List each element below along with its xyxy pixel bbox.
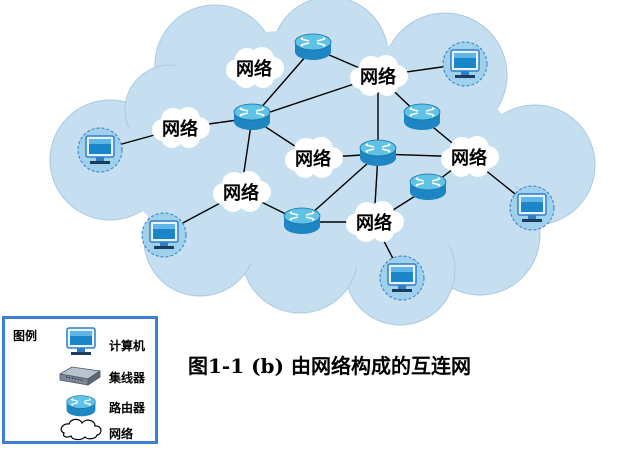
computer-5 [379, 255, 425, 301]
router-icon [65, 394, 97, 417]
computer-2 [442, 41, 488, 87]
computer-1 [77, 127, 123, 173]
network-cloud-5: 网络 [441, 136, 499, 177]
router-icon [233, 103, 271, 131]
network-cloud-4: 网络 [285, 137, 343, 178]
legend-label-computer: 计算机 [109, 339, 146, 353]
figure-caption: 图1-1 (b) 由网络构成的互连网 [188, 350, 471, 379]
network-label: 网络 [356, 212, 392, 234]
computer-icon [77, 127, 123, 173]
router-5 [409, 173, 447, 201]
network-label: 网络 [162, 118, 198, 140]
router-icon [403, 103, 441, 131]
computer-4 [141, 212, 187, 258]
cloud-icon [60, 418, 102, 441]
computer-icon [141, 212, 187, 258]
network-cloud-6: 网络 [213, 171, 271, 212]
network-label: 网络 [236, 58, 272, 80]
network-cloud-3: 网络 [152, 107, 210, 148]
router-6 [283, 207, 321, 235]
router-icon [294, 33, 332, 61]
network-label: 网络 [223, 182, 259, 204]
legend-label-hub: 集线器 [109, 371, 146, 385]
router-icon [283, 207, 321, 235]
router-2 [233, 103, 271, 131]
router-icon [409, 173, 447, 201]
router-3 [403, 103, 441, 131]
legend-label-router: 路由器 [109, 401, 146, 415]
legend-title: 图例 [13, 329, 38, 343]
network-label: 网络 [360, 66, 396, 88]
legend-label-network: 网络 [109, 427, 134, 441]
figure-title: 由网络构成的互连网 [290, 354, 471, 378]
computer-icon [379, 255, 425, 301]
computer-icon [66, 327, 96, 355]
router-icon [359, 139, 397, 167]
computer-icon [509, 185, 555, 231]
hub-icon [58, 366, 102, 386]
network-cloud-2: 网络 [350, 55, 408, 96]
computer-3 [509, 185, 555, 231]
figure-number: 图1-1 (b) [188, 354, 291, 378]
router-1 [294, 33, 332, 61]
legend-box: 图例 计算机 集线器 路由器 网络 [2, 316, 158, 444]
network-label: 网络 [451, 147, 487, 169]
network-cloud-7: 网络 [346, 201, 404, 242]
network-cloud-1: 网络 [226, 47, 284, 88]
network-label: 网络 [295, 148, 331, 170]
router-4 [359, 139, 397, 167]
computer-icon [442, 41, 488, 87]
